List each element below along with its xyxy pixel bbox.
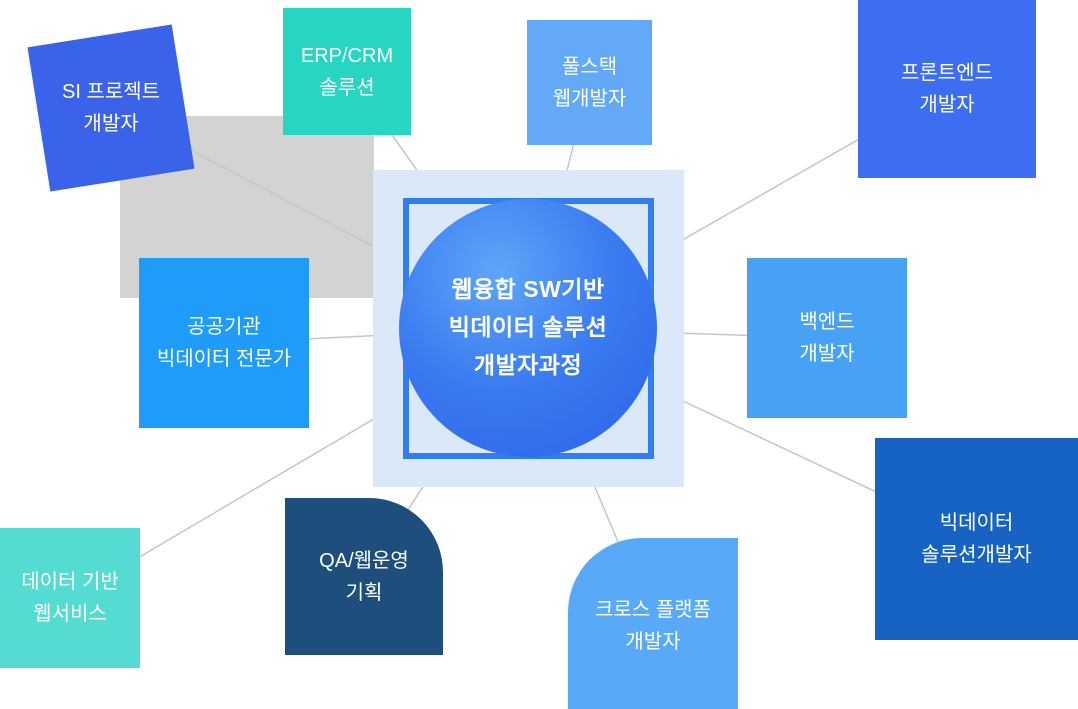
node-erp-crm-solution: ERP/CRM 솔루션	[283, 8, 411, 135]
node-label-line: 빅데이터 전문가	[156, 348, 292, 370]
node-label: 백엔드 개발자	[799, 306, 854, 370]
node-cross-platform-developer: 크로스 플랫폼 개발자	[568, 538, 738, 709]
node-label-line: 개발자	[799, 343, 855, 365]
node-label: SI 프로젝트 개발자	[62, 76, 160, 140]
node-label-line: 솔루션개발자	[921, 544, 1032, 566]
node-label-line: 솔루션	[319, 76, 375, 99]
node-label-line: 공공기관	[187, 316, 261, 338]
node-label: ERP/CRM 솔루션	[301, 40, 393, 104]
node-label: 풀스택 웹개발자	[553, 51, 627, 115]
course-title-line: 빅데이터 솔루션	[448, 314, 608, 341]
center-circle: 웹융합 SW기반 빅데이터 솔루션 개발자과정	[399, 199, 657, 457]
node-label-line: 개발자	[919, 94, 975, 116]
node-qa-web-operation-planning: QA/웹운영 기획	[285, 498, 443, 655]
node-label-line: ERP/CRM	[300, 44, 394, 67]
node-label-line: QA/웹운영	[319, 549, 409, 572]
node-frontend-developer: 프론트엔드 개발자	[858, 0, 1036, 178]
node-label: QA/웹운영 기획	[319, 545, 409, 609]
node-label-line: SI 프로젝트	[61, 81, 161, 103]
node-label-line: 빅데이터	[939, 512, 1014, 534]
node-label-line: 프론트엔드	[901, 62, 993, 84]
node-label-line: 크로스 플랫폼	[595, 598, 711, 621]
node-fullstack-web-developer: 풀스택 웹개발자	[527, 20, 652, 145]
center-panel: 웹융합 SW기반 빅데이터 솔루션 개발자과정	[373, 170, 684, 487]
course-title-line: 웹융합 SW기반	[451, 276, 605, 303]
course-title-line: 개발자과정	[473, 351, 583, 378]
node-label-line: 백엔드	[799, 311, 855, 333]
node-data-driven-webservice: 데이터 기반 웹서비스	[0, 528, 140, 668]
node-label-line: 웹개발자	[552, 87, 627, 110]
node-label-line: 풀스택	[561, 55, 618, 78]
node-label-line: 개발자	[625, 630, 681, 653]
node-label-line: 기획	[345, 581, 383, 604]
node-label: 공공기관 빅데이터 전문가	[157, 311, 291, 375]
node-label: 프론트엔드 개발자	[901, 57, 993, 121]
node-label-line: 데이터 기반	[21, 571, 119, 593]
node-bigdata-solution-developer: 빅데이터 솔루션개발자	[875, 438, 1078, 640]
node-label: 데이터 기반 웹서비스	[21, 566, 119, 630]
node-label: 크로스 플랫폼 개발자	[595, 594, 711, 658]
node-label: 빅데이터 솔루션개발자	[921, 507, 1031, 571]
node-label-line: 개발자	[83, 113, 139, 135]
course-title: 웹융합 SW기반 빅데이터 솔루션 개발자과정	[449, 271, 608, 385]
node-public-bigdata-expert: 공공기관 빅데이터 전문가	[139, 258, 309, 428]
node-si-project-developer: SI 프로젝트 개발자	[27, 24, 195, 192]
node-backend-developer: 백엔드 개발자	[747, 258, 907, 418]
node-label-line: 웹서비스	[33, 603, 107, 625]
